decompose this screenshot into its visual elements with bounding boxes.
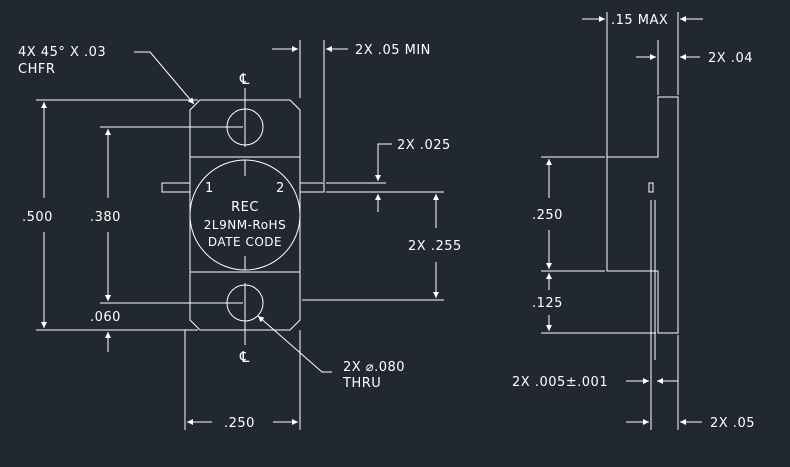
dim-overall-height: .500: [22, 210, 53, 225]
dim-flange-tab: 2X .04: [708, 51, 753, 66]
side-view-dimensions: .15 MAX 2X .04 .250 .125 2X .005±.001 2X…: [512, 12, 755, 431]
side-profile: [606, 12, 679, 334]
flange-outline: [189, 99, 301, 331]
side-view: [606, 12, 679, 430]
side-lead-tab: [648, 182, 654, 193]
centerline-symbol-top: ℄: [239, 70, 250, 88]
dim-hole-spacing: .380: [90, 210, 121, 225]
chamfer-note-line1: 4X 45° X .03: [18, 45, 106, 60]
pin1-label: 1: [205, 181, 214, 196]
chamfer-note-line2: CHFR: [18, 62, 55, 77]
chamfer-leader: [134, 51, 195, 105]
dim-lead-min: 2X .05 MIN: [355, 43, 431, 58]
front-view: 1 2 REC 2L9NM-RoHS DATE CODE ℄ ℄: [161, 70, 325, 366]
lid-circle: [189, 159, 301, 271]
dim-body-width: .250: [224, 416, 255, 431]
hole-note-line1: 2X ⌀.080: [343, 360, 405, 375]
centerline-symbol-bottom: ℄: [239, 348, 250, 366]
dim-max-thickness: .15 MAX: [611, 13, 668, 28]
dim-lead-thickness: 2X .005±.001: [512, 375, 608, 390]
lead-left: [161, 182, 191, 193]
lead-right: [299, 182, 325, 193]
front-view-dimensions: 4X 45° X .03 CHFR .500 .380 .060 .250 2X…: [18, 40, 462, 431]
dim-025-upper: [375, 143, 392, 181]
date-code-label: DATE CODE: [208, 235, 282, 249]
rec-label: REC: [231, 200, 259, 215]
dim-edge-to-hole: .060: [90, 310, 121, 325]
dim-lead-width: 2X .025: [397, 138, 451, 153]
dim-side-125: .125: [532, 296, 563, 311]
part-number-label: 2L9NM-RoHS: [204, 218, 286, 232]
dim-lead-spacing: 2X .255: [408, 239, 462, 254]
dim-tab-width: 2X .05: [710, 416, 755, 431]
dim-side-250: .250: [532, 208, 563, 223]
hole-note-line2: THRU: [342, 376, 381, 391]
hole-leader: [257, 315, 332, 373]
pin2-label: 2: [276, 181, 285, 196]
